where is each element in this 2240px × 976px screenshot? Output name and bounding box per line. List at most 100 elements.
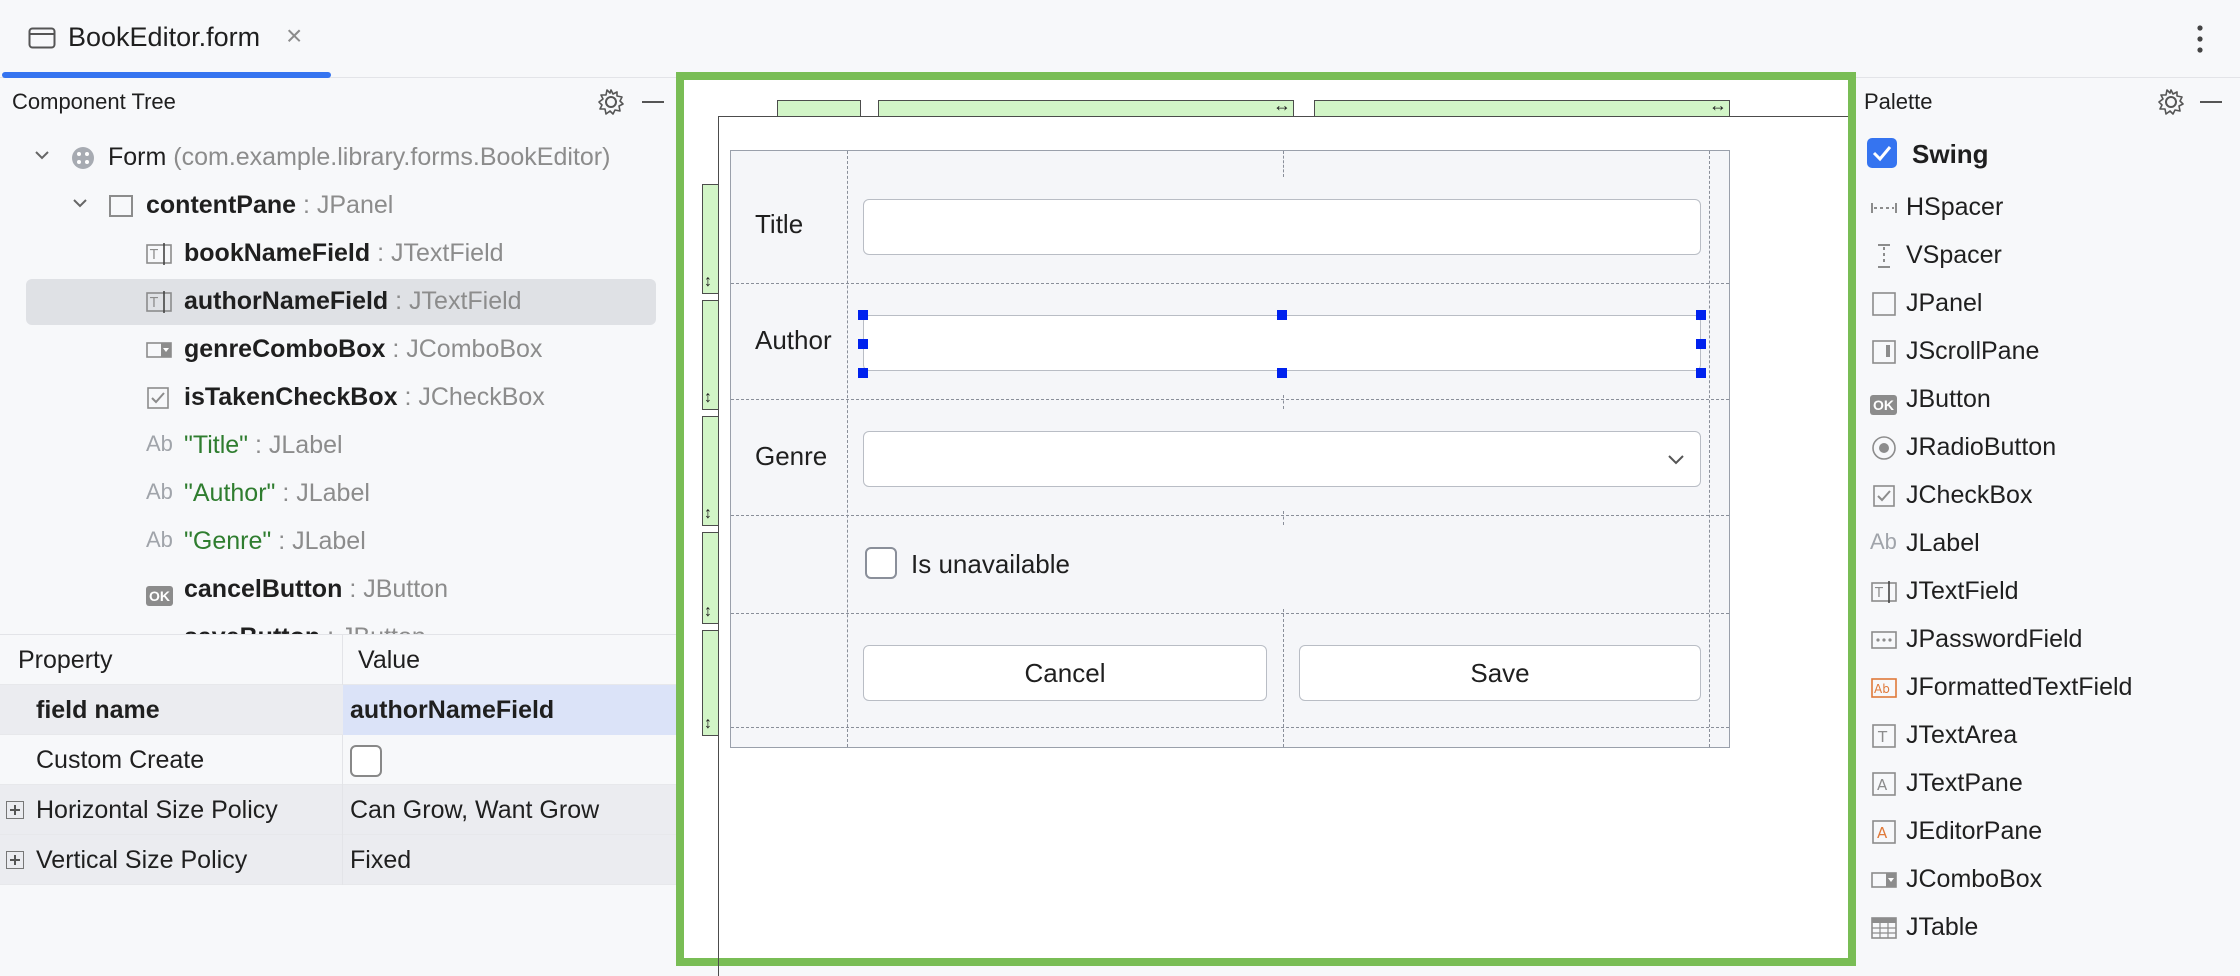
content-pane-grid[interactable]: Title Author Genre Is unavailable Cancel… <box>730 150 1730 748</box>
close-icon[interactable]: × <box>286 20 303 51</box>
resize-handle[interactable] <box>1696 339 1706 349</box>
palette-item-vspacer[interactable]: VSpacer <box>1856 231 2240 279</box>
palette-item-jtextfield[interactable]: T JTextField <box>1856 567 2240 615</box>
palette-item-jpanel[interactable]: JPanel <box>1856 279 2240 327</box>
row-header-0[interactable]: ↕ <box>702 184 718 294</box>
row-header-3[interactable]: ↕ <box>702 532 718 624</box>
property-row-horizontal-size-policy[interactable]: Horizontal Size Policy Can Grow, Want Gr… <box>0 785 676 835</box>
row-header-2[interactable]: ↕ <box>702 416 718 526</box>
palette-item-jtextpane[interactable]: A JTextPane <box>1856 759 2240 807</box>
palette-item-label: JLabel <box>1906 529 1980 557</box>
svg-text:T: T <box>149 248 158 263</box>
resize-handle[interactable] <box>1696 310 1706 320</box>
tree-item-contentpane[interactable]: contentPane : JPanel <box>26 183 656 229</box>
save-button[interactable]: Save <box>1299 645 1701 701</box>
palette-item-jbutton[interactable]: OK JButton <box>1856 375 2240 423</box>
palette-item-label: JButton <box>1906 385 1991 413</box>
book-name-field[interactable] <box>863 199 1701 255</box>
palette-item-hspacer[interactable]: HSpacer <box>1856 183 2240 231</box>
tree-item-authornamefield[interactable]: T authorNameField : JTextField <box>26 279 656 325</box>
tree-item-cancelbutton[interactable]: OK cancelButton : JButton <box>26 567 656 613</box>
row-header-1[interactable]: ↕ <box>702 300 718 410</box>
expand-icon[interactable] <box>6 851 24 869</box>
text-field-icon: T <box>146 243 172 265</box>
tree-item-author-label[interactable]: Ab "Author" : JLabel <box>26 471 656 517</box>
checked-checkbox-icon[interactable] <box>1866 137 1898 169</box>
author-name-field[interactable] <box>863 315 1701 371</box>
property-table: Property Value field name authorNameFiel… <box>0 634 676 966</box>
minimize-icon[interactable] <box>642 101 664 103</box>
palette-item-jcombobox[interactable]: JComboBox <box>1856 855 2240 903</box>
property-row-custom-create[interactable]: Custom Create <box>0 735 676 785</box>
tree-item-form[interactable]: Form (com.example.library.forms.BookEdit… <box>26 135 656 181</box>
tab-label: BookEditor.form <box>68 22 261 52</box>
cancel-button[interactable]: Cancel <box>863 645 1267 701</box>
gear-icon[interactable] <box>2156 87 2186 117</box>
chevron-down-icon[interactable] <box>1666 452 1686 466</box>
custom-create-checkbox[interactable] <box>350 745 382 777</box>
contentpane-name: contentPane <box>146 191 297 219</box>
resize-handle[interactable] <box>858 368 868 378</box>
row-header-4[interactable]: ↕ <box>702 630 718 736</box>
property-key: Horizontal Size Policy <box>36 796 278 824</box>
palette-item-jcheckbox[interactable]: JCheckBox <box>1856 471 2240 519</box>
grid-line <box>1283 511 1284 525</box>
resize-handle[interactable] <box>858 339 868 349</box>
column-header-2[interactable]: ↔ <box>1314 95 1730 116</box>
resize-handle[interactable] <box>1277 368 1287 378</box>
property-value[interactable]: authorNameField <box>350 696 555 724</box>
palette-item-jtextarea[interactable]: T JTextArea <box>1856 711 2240 759</box>
palette-item-jradiobutton[interactable]: JRadioButton <box>1856 423 2240 471</box>
expand-icon[interactable] <box>6 801 24 819</box>
label-icon: Ab <box>146 431 173 456</box>
tree-item-title-label[interactable]: Ab "Title" : JLabel <box>26 423 656 469</box>
column-divider <box>342 785 343 835</box>
row-resize-icon: ↕ <box>704 603 712 620</box>
resize-handle[interactable] <box>1696 368 1706 378</box>
form-root-name: Form <box>108 143 167 171</box>
chevron-down-icon[interactable] <box>32 145 52 165</box>
palette-item-label: JPasswordField <box>1906 625 2083 653</box>
resize-handle[interactable] <box>858 310 868 320</box>
textpane-icon: A <box>1872 772 1896 796</box>
tree-item-genre-label[interactable]: Ab "Genre" : JLabel <box>26 519 656 565</box>
genre-combobox[interactable] <box>863 431 1701 487</box>
canvas-left-edge <box>718 116 719 976</box>
svg-text:A: A <box>1877 824 1888 842</box>
palette-item-jeditorpane[interactable]: A JEditorPane <box>1856 807 2240 855</box>
checkbox-icon <box>1873 485 1895 507</box>
gear-icon[interactable] <box>596 87 626 117</box>
property-value[interactable]: Fixed <box>350 846 412 874</box>
column-header-0[interactable] <box>777 100 861 116</box>
tree-item-genrecombobox[interactable]: genreComboBox : JComboBox <box>26 327 656 373</box>
palette-item-jtable[interactable]: JTable <box>1856 903 2240 951</box>
palette-item-jlabel[interactable]: Ab JLabel <box>1856 519 2240 567</box>
tree-item-booknamefield[interactable]: T bookNameField : JTextField <box>26 231 656 277</box>
property-value[interactable]: Can Grow, Want Grow <box>350 796 600 824</box>
combobox-icon <box>146 342 172 358</box>
palette-item-jscrollpane[interactable]: JScrollPane <box>1856 327 2240 375</box>
property-row-field-name[interactable]: field name authorNameField <box>0 685 676 735</box>
form-designer-canvas[interactable]: ↔ ↔ ↕ ↕ ↕ ↕ ↕ Title Author <box>676 72 1856 976</box>
property-row-vertical-size-policy[interactable]: Vertical Size Policy Fixed <box>0 835 676 885</box>
palette-item-jpasswordfield[interactable]: JPasswordField <box>1856 615 2240 663</box>
column-header-1[interactable]: ↔ <box>878 95 1294 116</box>
chevron-down-icon[interactable] <box>70 193 90 213</box>
tree-item-name: bookNameField <box>184 239 371 267</box>
tab-bookeditor-form[interactable]: BookEditor.form × <box>0 0 331 78</box>
svg-text:T: T <box>1874 586 1883 601</box>
grid-line <box>731 515 1729 516</box>
value-header: Value <box>358 646 421 674</box>
column-divider <box>342 835 343 885</box>
grid-line <box>1709 151 1710 747</box>
tree-item-istakencheckbox[interactable]: isTakenCheckBox : JCheckBox <box>26 375 656 421</box>
tree-item-name: authorNameField <box>184 287 389 315</box>
resize-handle[interactable] <box>1277 310 1287 320</box>
palette-item-label: JScrollPane <box>1906 337 2040 365</box>
palette-item-jformattedtextfield[interactable]: Ab JFormattedTextField <box>1856 663 2240 711</box>
is-unavailable-checkbox[interactable] <box>865 547 897 579</box>
minimize-icon[interactable] <box>2200 101 2222 103</box>
more-options-icon[interactable] <box>2190 22 2210 56</box>
palette-group-swing[interactable]: Swing <box>1856 127 2240 179</box>
palette-item-label: JRadioButton <box>1906 433 2057 461</box>
